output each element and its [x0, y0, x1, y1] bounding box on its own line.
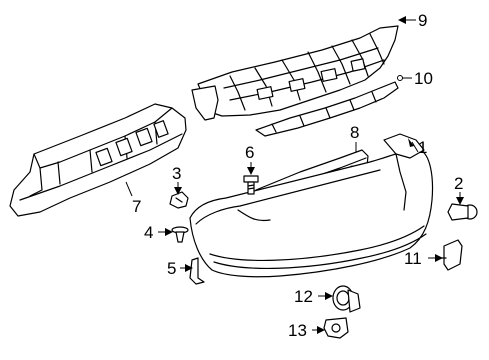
callout-5: 5 [167, 259, 176, 278]
callout-12: 12 [294, 287, 313, 306]
callout-leaders [125, 16, 464, 334]
callout-13: 13 [288, 321, 307, 340]
callout-9: 9 [418, 11, 427, 30]
callout-11: 11 [404, 249, 422, 268]
callout-8: 8 [350, 123, 359, 142]
callout-labels: 1 2 3 4 5 6 7 8 9 10 11 12 13 [132, 11, 463, 340]
callout-3: 3 [172, 164, 181, 183]
part-9-upper-absorber [191, 25, 399, 121]
part-7-energy-absorber [9, 103, 187, 217]
part-1-bumper-fascia [189, 133, 434, 278]
part-10-lower-absorber [255, 81, 399, 137]
callout-7: 7 [132, 197, 141, 216]
part-5-retainer [189, 257, 205, 285]
part-3-clip [169, 191, 189, 209]
part-6-bolt [243, 175, 259, 195]
callout-10: 10 [414, 69, 433, 88]
callout-4: 4 [144, 223, 153, 242]
part-4-screw-clip [171, 226, 189, 243]
part-11-plug [439, 239, 463, 271]
part-12-park-sensor [332, 285, 361, 313]
callout-6: 6 [245, 143, 254, 162]
callout-2: 2 [454, 174, 463, 193]
part-2-push-pin [447, 203, 478, 221]
callout-1: 1 [418, 138, 427, 157]
part-13-sensor-bracket [323, 317, 349, 339]
